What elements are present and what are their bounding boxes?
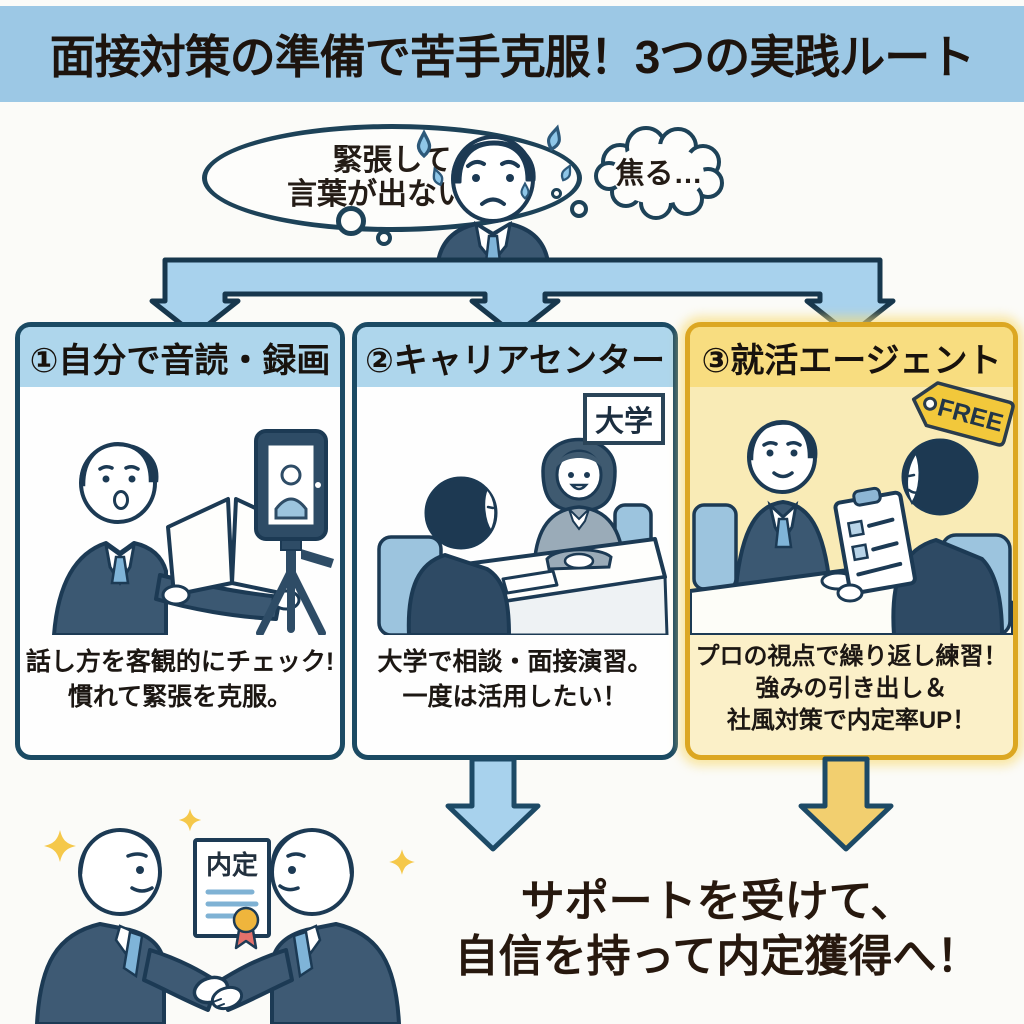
hair — [79, 828, 162, 875]
hair — [79, 443, 159, 487]
bubble-tail-dot — [336, 206, 366, 236]
agent-head — [901, 438, 979, 516]
naitei-certificate: 内定 — [193, 838, 271, 950]
hair — [747, 421, 818, 461]
title-banner: 面接対策の準備で苦手克服！3つの実践ルート — [0, 6, 1024, 102]
card-header: ②キャリアセンター — [357, 327, 673, 387]
hand — [836, 583, 864, 603]
thought-text-line1: 緊張して — [332, 144, 452, 178]
career-center-illustration: 大学 — [357, 387, 673, 637]
conclusion-line2: 自信を持って内定獲得へ！ — [454, 932, 981, 981]
bubble-tail-dot — [570, 200, 588, 218]
cloud-shape — [594, 126, 724, 220]
checklist-clipboard — [833, 486, 917, 596]
certificate-label: 内定 — [206, 850, 258, 880]
necktie — [110, 555, 130, 585]
worried-student-illustration — [416, 124, 572, 262]
down-arrow-blue — [445, 756, 541, 852]
sweat-drop-icon — [416, 124, 572, 187]
advisor-face — [555, 449, 603, 501]
hair — [451, 140, 536, 184]
agent-back — [891, 538, 1004, 637]
sparkle-icon — [44, 808, 415, 875]
necktie — [292, 930, 314, 979]
medal-icon — [232, 906, 260, 950]
route-card-self-practice: ①自分で音読・録画 — [15, 322, 345, 760]
route-description: 話し方を客観的にチェック! 慣れて緊張を克服。 — [25, 648, 335, 711]
paper — [501, 569, 559, 595]
free-tag: FREE — [904, 374, 1017, 449]
card-header: ①自分で音読・録画 — [20, 327, 340, 387]
reading-practice-illustration — [20, 387, 340, 637]
hand — [161, 584, 191, 606]
route-card-agent: ③就活エージェント — [685, 322, 1018, 760]
screen-person-body — [274, 497, 308, 520]
sweat-drop-icon — [520, 181, 530, 200]
handshake-hands — [192, 975, 244, 1011]
chair — [692, 503, 738, 591]
student-back — [406, 553, 511, 637]
smartphone-tripod-icon — [254, 429, 334, 637]
thought-bubble-right: 焦る… — [590, 120, 728, 230]
conclusion-line1: サポートを受けて、 — [520, 877, 915, 926]
advisor-smile — [569, 483, 589, 491]
route-description: プロの視点で繰り返し練習！ 強みの引き出し＆ 社風対策で内定率UP！ — [695, 643, 1008, 735]
agent-meeting-illustration: FREE — [688, 381, 1015, 637]
route-heading: ③就活エージェント — [701, 341, 1002, 380]
bubble-tail-dot — [551, 188, 562, 199]
university-sign: 大学 — [582, 393, 665, 445]
down-arrow-yellow — [798, 756, 894, 852]
handshake-illustration: 内定 — [35, 808, 415, 1024]
hand — [563, 552, 595, 570]
bubble-tail-dot — [376, 230, 392, 246]
route-heading: ②キャリアセンター — [364, 341, 666, 380]
open-mouth — [113, 490, 129, 510]
page-title: 面接対策の準備で苦手克服！3つの実践ルート — [49, 31, 976, 83]
tag-hole — [923, 396, 938, 411]
conclusion-text: サポートを受けて、 自信を持って内定獲得へ！ — [415, 874, 1020, 984]
card-header: ③就活エージェント — [690, 327, 1013, 387]
thought-text-right: 焦る… — [615, 158, 703, 190]
advisor-fringe — [557, 452, 601, 467]
necktie — [774, 517, 793, 549]
route-description: 大学で相談・面接演習。 一度は活用したい！ — [377, 648, 653, 711]
route-card-career-center: ②キャリアセンター — [352, 322, 678, 760]
necktie — [122, 930, 144, 979]
hair — [270, 828, 353, 875]
screen-person-head — [280, 464, 302, 486]
advisor-blouse — [568, 508, 590, 531]
suit — [52, 541, 168, 637]
necktie — [484, 234, 502, 262]
branch-arrows — [149, 257, 896, 338]
student-profile — [483, 487, 497, 533]
route-heading: ①自分で音読・録画 — [29, 341, 331, 380]
